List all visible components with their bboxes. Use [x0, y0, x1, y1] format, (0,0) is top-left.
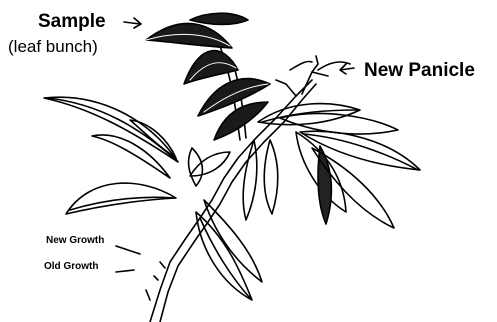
lower-leaves [189, 148, 262, 300]
sample-label: Sample [38, 12, 106, 31]
sample-sub-label: (leaf bunch) [8, 38, 98, 55]
old-growth-label: Old Growth [44, 262, 98, 272]
right-leaves [243, 61, 420, 228]
sample-leaf-bunch [146, 13, 270, 140]
left-leaves [44, 97, 178, 214]
new-panicle-label: New Panicle [364, 61, 475, 80]
new-growth-label: New Growth [46, 236, 104, 246]
